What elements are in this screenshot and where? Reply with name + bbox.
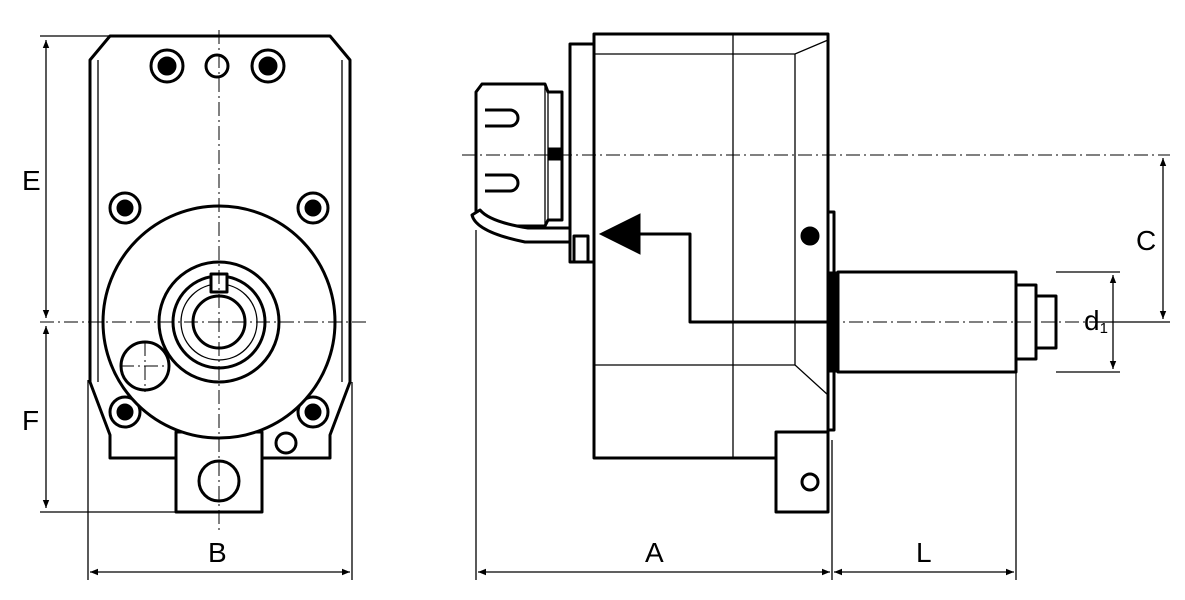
- dim-label-A: A: [645, 537, 664, 568]
- dimensions: E F B A L C d1: [22, 35, 1170, 580]
- dim-label-E: E: [22, 165, 41, 196]
- side-view: [462, 32, 1170, 514]
- dim-label-B: B: [208, 537, 227, 568]
- dim-label-d1: d1: [1084, 305, 1108, 337]
- direction-arrow: [598, 213, 641, 255]
- front-view: [40, 30, 370, 530]
- dim-label-L: L: [916, 537, 932, 568]
- side-flange: [568, 42, 596, 264]
- front-mid-screws: [108, 191, 330, 225]
- dim-label-F: F: [22, 405, 39, 436]
- dim-label-C: C: [1136, 225, 1156, 256]
- front-top-screws: [149, 48, 286, 84]
- side-lug: [774, 430, 830, 514]
- front-bottom-screws: [108, 395, 330, 429]
